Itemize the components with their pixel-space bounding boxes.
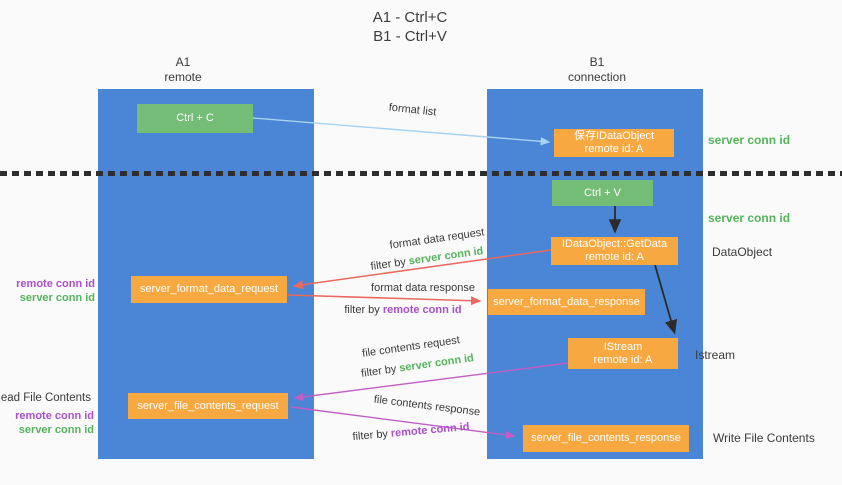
filter-by-text-4: filter by [352, 428, 389, 444]
read-file-contents-label: Read File Contents [0, 392, 91, 404]
ctrl-v-label: Ctrl + V [584, 186, 621, 199]
filter-remote-conn-id-1: remote conn id [382, 304, 462, 316]
format-data-response-arrow [287, 294, 482, 306]
format-request-label: server_format_data_request [139, 283, 279, 295]
ctrl-c-node: Ctrl + C [137, 104, 253, 133]
getdata-line2: remote id: A [585, 251, 644, 263]
lane-b1-subtitle: connection [567, 70, 627, 84]
dataobject-label: DataObject [712, 245, 773, 259]
filter-server-conn-id-1: server conn id [407, 245, 485, 268]
file-response-label: server_file_contents_response [531, 432, 681, 444]
save-dataobject-node: 保存IDataObject remote id: A [554, 129, 674, 157]
lane-a1-name: A1 [175, 55, 191, 69]
left-server-conn-id-1: server conn id [19, 292, 95, 304]
format-response-label: server_format_data_response [493, 295, 640, 308]
left-conn-id-group-1: remote conn id server conn id [16, 277, 95, 305]
istream-node: IStream remote id: A [568, 338, 678, 369]
istream-line2: remote id: A [593, 353, 653, 366]
getdata-node: IDataObject::GetData remote id: A [551, 237, 678, 265]
filter-by-text-1: filter by [369, 256, 407, 273]
left-remote-conn-id-2: remote conn id [15, 410, 94, 422]
left-server-conn-id-2: server conn id [18, 424, 94, 436]
save-dataobject-line1: 保存IDataObject [573, 130, 655, 142]
save-dataobject-line2: remote id: A [584, 143, 644, 155]
format-request-node: server_format_data_request [131, 276, 287, 303]
ctrl-c-label: Ctrl + C [176, 112, 214, 124]
lane-header-b1: B1 connection [542, 55, 652, 85]
filter-remote-conn-id-2: remote conn id [390, 420, 470, 440]
right-server-conn-id-2: server conn id [708, 211, 791, 225]
filter-by-text-3: filter by [360, 363, 398, 380]
title-line-1: A1 - Ctrl+C [372, 9, 448, 26]
istream-line1: IStream [603, 340, 643, 353]
diagram-title: A1 - Ctrl+C B1 - Ctrl+V [330, 8, 490, 46]
format-response-node: server_format_data_response [488, 289, 645, 315]
file-contents-response-label: file contents response [373, 393, 481, 419]
istream-side-label: Istream [695, 348, 736, 362]
left-conn-id-group-2: remote conn id server conn id [15, 409, 94, 437]
format-data-response-label: format data response [371, 282, 475, 294]
ctrl-v-node: Ctrl + V [552, 180, 653, 206]
session-divider-dotted-line [0, 171, 842, 176]
write-file-contents-label: Write File Contents [713, 431, 815, 445]
left-remote-conn-id-1: remote conn id [16, 278, 95, 290]
lane-header-a1: A1 remote [128, 55, 238, 85]
lane-a1-subtitle: remote [164, 70, 202, 84]
right-server-conn-id-1: server conn id [708, 133, 791, 147]
file-request-node: server_file_contents_request [128, 393, 288, 419]
format-list-label: format list [388, 101, 437, 119]
filter-server-conn-id-2: server conn id [398, 352, 475, 375]
getdata-line1: IDataObject::GetData [561, 238, 668, 250]
file-response-node: server_file_contents_response [523, 425, 689, 452]
lane-b1-name: B1 [589, 55, 605, 69]
file-request-label: server_file_contents_request [137, 399, 279, 412]
title-line-2: B1 - Ctrl+V [373, 28, 447, 45]
filter-by-text-2: filter by [344, 304, 380, 316]
